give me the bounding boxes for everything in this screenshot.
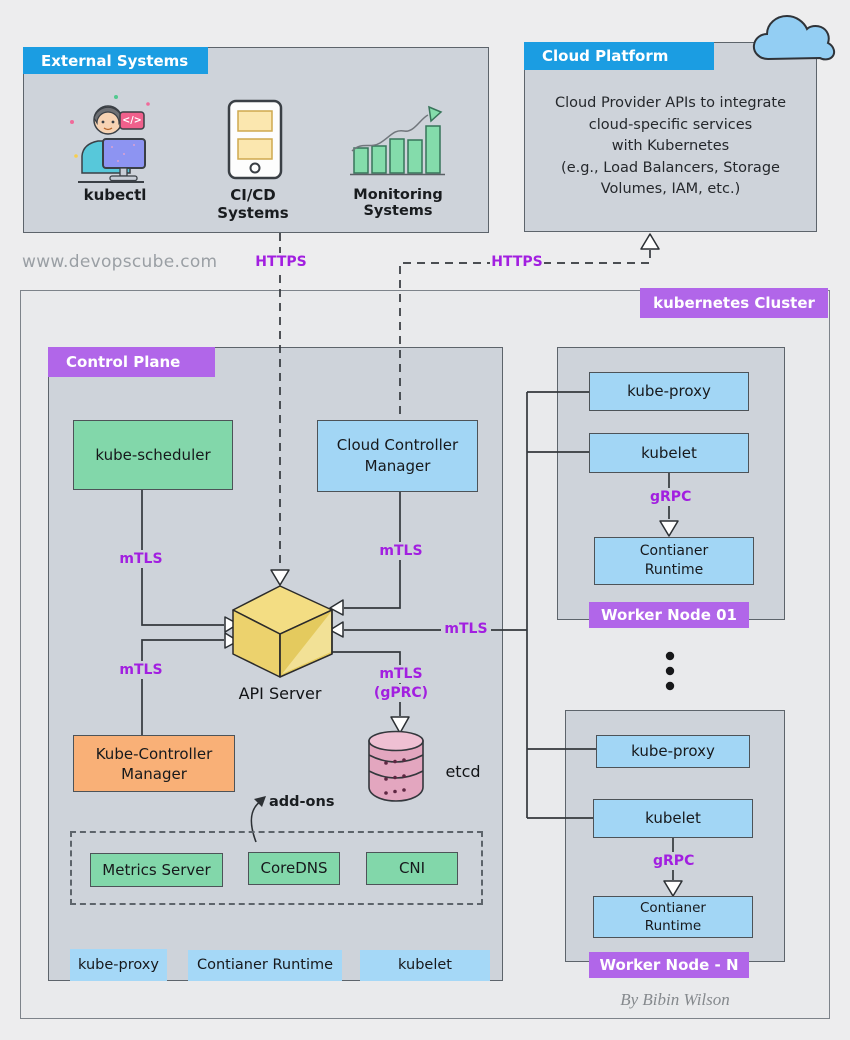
addon-cni: CNI [366, 852, 458, 885]
addon-coredns: CoreDNS [248, 852, 340, 885]
wnn-kube-proxy-node: kube-proxy [596, 735, 750, 768]
worker-node-n-label: Worker Node - N [589, 952, 749, 978]
code-badge-glyph: </> [122, 115, 142, 126]
external-systems-header: External Systems [23, 47, 208, 74]
external-systems-title: External Systems [41, 51, 189, 70]
cloud-platform-description: Cloud Provider APIs to integrate cloud-s… [554, 95, 787, 197]
mtls-label-etcd: mTLS [376, 665, 426, 683]
mtls-label-cloud-controller: mTLS [376, 542, 426, 560]
addons-group [70, 831, 483, 905]
cloud-controller-manager-node: Cloud Controller Manager [317, 420, 478, 492]
grpc-label-wnn: gRPC [653, 852, 695, 870]
https-label-left: HTTPS [253, 253, 309, 271]
kube-controller-manager-node: Kube-Controller Manager [73, 735, 235, 792]
cp-tag-container-runtime: Contianer Runtime [188, 950, 342, 981]
cloud-platform-header: Cloud Platform [524, 42, 714, 70]
wn1-container-runtime-node: Contianer Runtime [594, 537, 754, 585]
addons-label: add-ons [269, 794, 335, 810]
author-credit: By Bibin Wilson [620, 990, 730, 1009]
mtls-label-scheduler: mTLS [116, 550, 166, 568]
watermark: www.devopscube.com [22, 252, 218, 272]
cloud-platform-panel [524, 42, 817, 232]
https-label-right: HTTPS [490, 253, 544, 271]
addon-metrics-server: Metrics Server [90, 853, 223, 887]
control-plane-header: Control Plane [48, 347, 215, 377]
monitoring-caption: Monitoring Systems [353, 187, 443, 219]
worker-node-1-label: Worker Node 01 [589, 602, 749, 628]
kubernetes-cluster-label: kubernetes Cluster [640, 288, 828, 318]
cp-tag-kubelet: kubelet [360, 950, 490, 981]
grpc-label-wn1: gRPC [650, 488, 692, 506]
wn1-kubelet-node: kubelet [589, 433, 749, 473]
wn1-kube-proxy-node: kube-proxy [589, 372, 749, 411]
kubectl-caption: kubectl [83, 186, 147, 204]
wnn-kubelet-node: kubelet [593, 799, 753, 838]
mtls-label-workers: mTLS [441, 620, 491, 638]
kubernetes-cluster-title: kubernetes Cluster [653, 294, 815, 312]
cloud-platform-title: Cloud Platform [542, 47, 669, 65]
cicd-caption: CI/CD Systems [217, 186, 289, 222]
mtls-label-kube-controller: mTLS [116, 661, 166, 679]
mtls-label-etcd-sub: (gPRC) [370, 684, 432, 702]
control-plane-title: Control Plane [66, 353, 181, 371]
arrow-up-cloud [640, 233, 660, 250]
wnn-container-runtime-node: Contianer Runtime [593, 896, 753, 938]
cp-tag-kube-proxy: kube-proxy [70, 949, 167, 981]
kube-scheduler-node: kube-scheduler [73, 420, 233, 490]
api-server-label: API Server [238, 684, 322, 703]
etcd-label: etcd [445, 762, 481, 781]
